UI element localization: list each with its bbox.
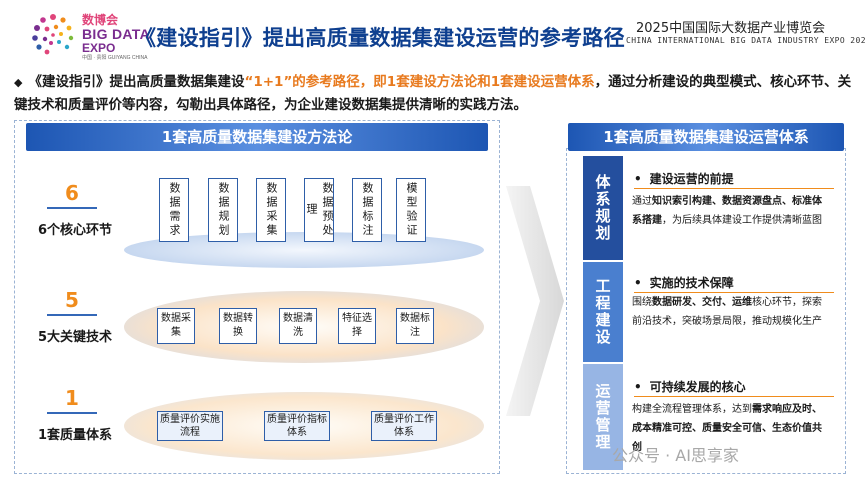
tier-label-quality: 1套质量体系 — [38, 428, 113, 443]
section-divider — [634, 396, 834, 397]
bullet-dot-icon: • — [634, 276, 642, 290]
bullet-dot-icon: • — [634, 380, 642, 394]
section-text: 围绕 — [632, 297, 652, 308]
tier-number-6: 6 — [65, 181, 79, 205]
logo-big-text: BIG DATA — [82, 26, 150, 42]
core-step-box: 模型验证 — [396, 178, 426, 242]
intro-part2: ，通过分析建设的典型模式、核心环节、关键技术和质量评价等内容，勾勒出具体路径，为… — [14, 74, 852, 113]
core-step-box: 数据标注 — [352, 178, 382, 242]
key-tech-box: 数据标注 — [396, 308, 434, 344]
quality-item-box: 质量评价工作体系 — [371, 411, 437, 441]
expo-name-en: CHINA INTERNATIONAL BIG DATA INDUSTRY EX… — [626, 36, 865, 45]
section-title-text: 实施的技术保障 — [649, 276, 734, 290]
key-tech-box: 数据清洗 — [279, 308, 317, 344]
section-title: • 可持续发展的核心 — [634, 378, 746, 395]
section-title: • 建设运营的前提 — [634, 170, 734, 187]
section-body: 围绕数据研发、交付、运维核心环节，探索前沿技术，突破场景局限，推动规模化生产 — [632, 293, 828, 331]
intro-part1: 《建设指引》提出高质量数据集建设 — [28, 74, 245, 90]
tier-number-1: 1 — [65, 386, 79, 410]
section-bold-text: 需求响应及时、成本精准可控、质量安全可信、生态价值共创 — [632, 404, 822, 453]
expo-name-cn: 2025中国国际大数据产业博览会 — [636, 21, 826, 36]
logo-cn-text: 数博会 — [82, 13, 119, 27]
section-body: 通过知识索引构建、数据资源盘点、标准体系搭建，为后续具体建设工作提供清晰蓝图 — [632, 192, 828, 230]
section-title-text: 可持续发展的核心 — [649, 380, 746, 394]
section-divider — [634, 292, 834, 293]
intro-highlight: “1+1”的参考路径，即1套建设方法论和1套建设运营体系 — [244, 74, 595, 90]
methodology-banner: 1套高质量数据集建设方法论 — [26, 123, 488, 151]
core-step-box: 数据采集 — [256, 178, 286, 242]
page-title: 《建设指引》提出高质量数据集建设运营的参考路径 — [135, 26, 625, 50]
bullet-dot-icon: • — [634, 172, 642, 186]
tier-number-5: 5 — [65, 288, 79, 312]
section-divider — [634, 188, 834, 189]
section-title-text: 建设运营的前提 — [649, 172, 734, 186]
section-bold-text: 数据研发、交付、运维 — [652, 297, 752, 308]
key-tech-box: 数据转换 — [219, 308, 257, 344]
tier-label-tech: 5大关键技术 — [38, 330, 113, 345]
tab-engineering: 工程建设 — [583, 262, 623, 362]
core-step-box: 数据规划 — [208, 178, 238, 242]
section-title: • 实施的技术保障 — [634, 274, 734, 291]
section-text: ，为后续具体建设工作提供清晰蓝图 — [662, 215, 822, 226]
chevron-right-icon — [506, 186, 564, 416]
section-bold-text: 知识索引构建、数据资源盘点、标准体系搭建 — [632, 196, 822, 226]
logo-sub-text: 中国 · 贵阳 GUIYANG CHINA — [82, 55, 148, 61]
quality-item-box: 质量评价实施流程 — [157, 411, 223, 441]
methodology-panel — [14, 120, 500, 474]
tab-system-planning: 体系规划 — [583, 156, 623, 260]
expo-logo-wordmark: 数博会 BIG DATA EXPO 中国 · 贵阳 GUIYANG CHINA — [82, 14, 150, 61]
diamond-bullet-icon: ◆ — [14, 76, 23, 89]
section-text: 核心环节，探索前沿技术，突破场景局限，推动规模化生产 — [632, 297, 822, 327]
key-tech-box: 特征选择 — [338, 308, 376, 344]
tier-underline — [47, 314, 97, 316]
tier-underline — [47, 412, 97, 414]
section-body: 构建全流程管理体系，达到需求响应及时、成本精准可控、质量安全可信、生态价值共创 — [632, 400, 828, 457]
tier-label-core: 6个核心环节 — [38, 223, 113, 238]
operation-banner: 1套高质量数据集建设运营体系 — [568, 123, 844, 151]
section-text: 构建全流程管理体系，达到 — [632, 404, 752, 415]
intro-paragraph: ◆ 《建设指引》提出高质量数据集建设“1+1”的参考路径，即1套建设方法论和1套建… — [14, 71, 859, 116]
section-text: 通过 — [632, 196, 652, 207]
quality-item-box: 质量评价指标体系 — [264, 411, 330, 441]
expo-logo-icon — [32, 14, 74, 55]
tab-operation-management: 运营管理 — [583, 364, 623, 470]
key-tech-box: 数据采集 — [157, 308, 195, 344]
tier-underline — [47, 207, 97, 209]
watermark: 公众号 · AI思享家 — [612, 446, 739, 465]
core-step-box: 数据预处理 — [304, 178, 334, 242]
logo-expo-text: EXPO — [82, 41, 116, 55]
core-step-box: 数据需求 — [159, 178, 189, 242]
